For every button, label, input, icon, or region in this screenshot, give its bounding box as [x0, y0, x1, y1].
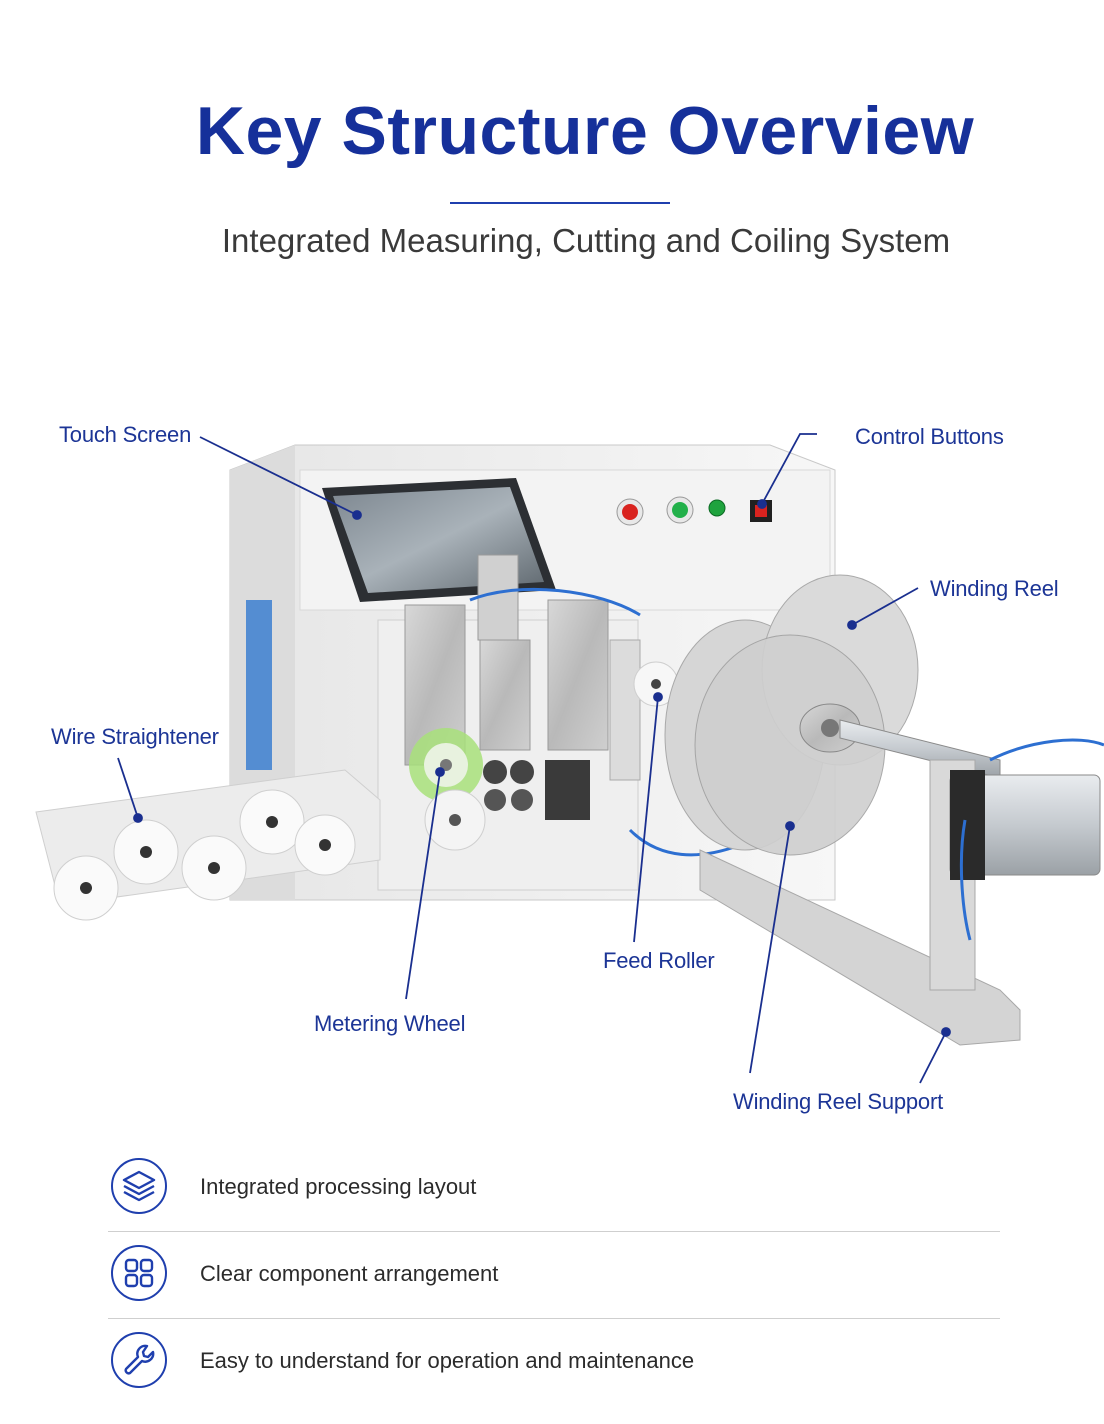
wrench-icon: [111, 1332, 167, 1388]
machine-illustration: [35, 433, 1104, 1084]
feature-label: Clear component arrangement: [200, 1261, 499, 1286]
winding-reel-support-device: [699, 738, 1104, 1046]
callout-metering-wheel: Metering Wheel: [314, 1011, 466, 1036]
grid-icon: [111, 1245, 167, 1301]
feature-label: Integrated processing layout: [200, 1174, 477, 1199]
page-subtitle: Integrated Measuring, Cutting and Coilin…: [221, 222, 951, 259]
title-divider: [450, 202, 670, 204]
feed-roller-device: [609, 639, 679, 781]
callout-leader-lines: [117, 433, 951, 1084]
feature-item: Integrated processing layout: [108, 1145, 1000, 1232]
feature-label: Easy to understand for operation and mai…: [200, 1348, 695, 1373]
callout-wire-straightener: Wire Straightener: [51, 724, 219, 749]
feature-item: Easy to understand for operation and mai…: [108, 1319, 1000, 1405]
touch-screen-device: [322, 478, 556, 602]
callout-control-buttons: Control Buttons: [855, 424, 1004, 449]
feature-item: Clear component arrangement: [108, 1232, 1000, 1319]
feature-list: Integrated processing layout Clear compo…: [108, 1145, 1000, 1405]
callout-winding-reel: Winding Reel: [930, 576, 1059, 601]
callout-feed-roller: Feed Roller: [603, 948, 715, 973]
control-buttons-panel: [616, 496, 772, 526]
layers-icon: [111, 1158, 167, 1214]
wire-straightener-device: [35, 769, 381, 921]
page-title: Key Structure Overview: [195, 93, 975, 169]
callout-winding-reel-support: Winding Reel Support: [733, 1089, 944, 1114]
callout-touch-screen: Touch Screen: [59, 422, 192, 447]
metering-wheel-device: [409, 728, 486, 851]
